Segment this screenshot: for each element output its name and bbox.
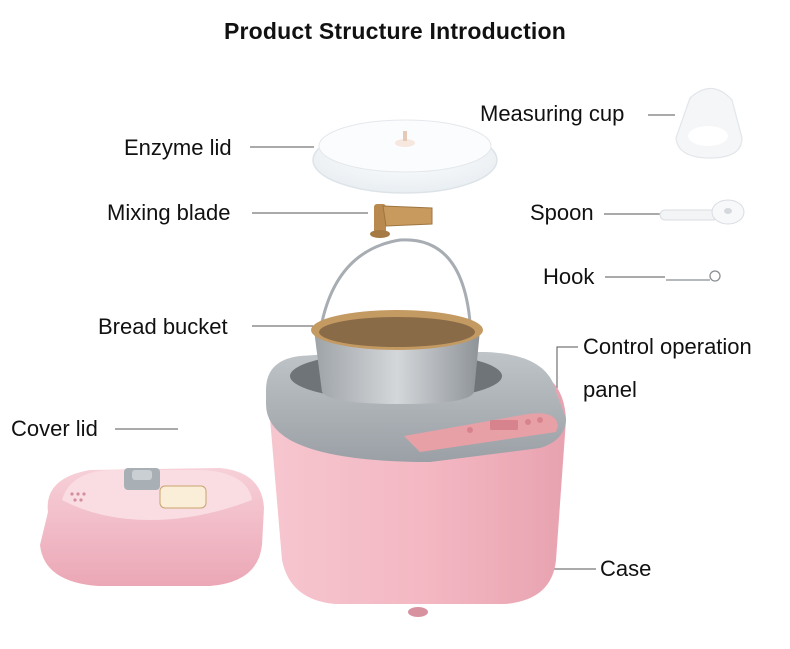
spoon-image <box>659 199 745 225</box>
hook-image <box>666 270 721 282</box>
label-control-panel-line2: panel <box>583 377 637 402</box>
cover-lid-image <box>40 468 264 586</box>
label-case: Case <box>600 556 652 581</box>
enzyme-lid-image <box>312 119 498 194</box>
measuring-cup-image <box>675 87 743 159</box>
label-spoon: Spoon <box>530 200 594 225</box>
page-title: Product Structure Introduction <box>223 18 567 44</box>
label-mixing-blade: Mixing blade <box>107 200 231 225</box>
label-enzyme-lid: Enzyme lid <box>124 135 232 160</box>
label-measuring-cup: Measuring cup <box>480 101 625 126</box>
bread-machine-image <box>266 238 566 617</box>
mixing-blade-image <box>370 204 433 238</box>
label-hook: Hook <box>543 264 595 289</box>
label-control-panel-line1: Control operation <box>583 334 752 359</box>
label-bread-bucket: Bread bucket <box>98 314 228 339</box>
label-cover-lid: Cover lid <box>11 416 98 441</box>
